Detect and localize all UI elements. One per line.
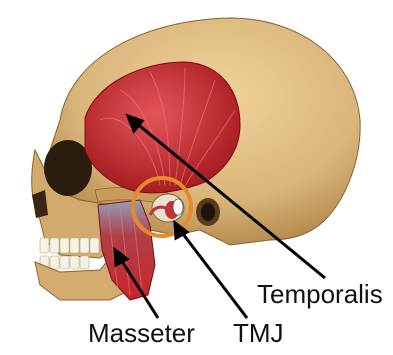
label-tmj: TMJ [233,320,284,346]
label-temporalis: Temporalis [257,281,383,307]
label-masseter: Masseter [88,320,195,346]
